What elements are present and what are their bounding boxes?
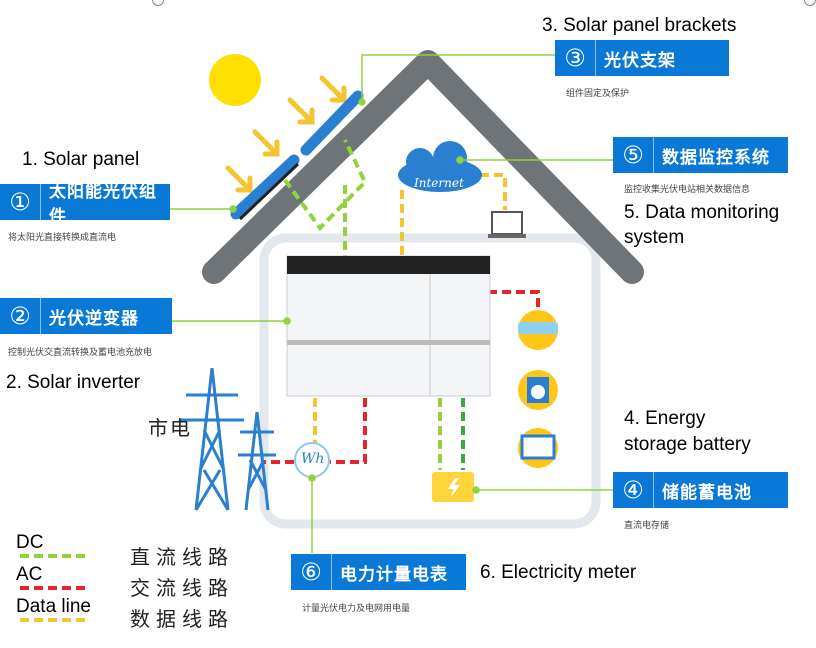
inverter-cabinet	[286, 255, 491, 397]
legend-lines	[20, 554, 85, 622]
brackets-label: ③ 光伏支架	[555, 40, 729, 76]
legend-ac-label: AC	[16, 564, 43, 585]
label-text: 数据监控系统	[662, 147, 770, 168]
battery-desc: 直流电存储	[624, 521, 670, 531]
solar-panel-en-label: 1. Solar panel	[22, 149, 140, 170]
ac-lines	[262, 290, 540, 464]
legend-data-cn: 数据线路	[130, 607, 234, 631]
dc-lines	[283, 139, 442, 470]
grid-label: 市电	[148, 416, 192, 440]
solar-panel-desc: 将太阳光直接转换成直流电	[8, 233, 117, 243]
meter-en-label: 6. Electricity meter	[480, 562, 637, 583]
monitoring-desc: 监控收集光伏电站相关数据信息	[624, 185, 751, 195]
inverter-label: ② 光伏逆变器	[0, 298, 172, 334]
label-number: ⑤	[613, 137, 654, 173]
label-connectors	[170, 54, 613, 553]
solar-panels	[230, 90, 364, 220]
label-text: 光伏支架	[604, 50, 676, 71]
laptop-icon	[488, 211, 526, 238]
legend-data-label: Data line	[16, 596, 91, 617]
house-outline	[259, 233, 601, 529]
brackets-en-label: 3. Solar panel brackets	[542, 15, 737, 36]
battery-en-label-1: 4. Energy	[624, 408, 706, 429]
battery-en-label-2: storage battery	[624, 434, 751, 455]
sun-icon	[209, 54, 261, 106]
appliance-icons	[518, 310, 558, 468]
monitoring-en-label-2: system	[624, 227, 685, 248]
label-text: 储能蓄电池	[662, 482, 752, 503]
label-number: ④	[613, 472, 654, 508]
inverter-desc: 控制光伏交直流转换及蓄电池充放电	[8, 348, 153, 358]
monitoring-label: ⑤ 数据监控系统	[613, 137, 788, 173]
label-number: ②	[0, 298, 41, 334]
legend-dc-label: DC	[16, 532, 44, 553]
label-number: ①	[0, 184, 41, 220]
roof	[202, 50, 644, 284]
meter-label: ⑥ 电力计量电表	[291, 554, 466, 590]
label-text: 电力计量电表	[340, 564, 448, 585]
meter-symbol: Wh	[301, 451, 325, 467]
battery-label: ④ 储能蓄电池	[613, 472, 788, 508]
meter-desc: 计量光伏电力及电网用电量	[302, 604, 411, 614]
brackets-desc: 组件固定及保护	[566, 89, 630, 99]
legend-dc-cn: 直流线路	[130, 545, 234, 569]
inverter-en-label: 2. Solar inverter	[6, 372, 141, 393]
power-tower-icons	[180, 367, 276, 511]
sunray-icons	[225, 75, 347, 193]
internet-label: Internet	[414, 176, 464, 190]
cloud-icon	[398, 141, 482, 192]
label-number: ⑥	[291, 554, 332, 590]
label-text: 太阳能光伏组件	[49, 182, 157, 227]
label-text: 光伏逆变器	[49, 308, 139, 329]
legend-ac-cn: 交流线路	[130, 576, 234, 600]
solar-panel-label: ① 太阳能光伏组件	[0, 182, 170, 227]
data-lines	[313, 173, 507, 445]
label-number: ③	[555, 40, 596, 76]
battery-icon	[432, 472, 474, 502]
monitoring-en-label-1: 5. Data monitoring	[624, 202, 780, 223]
